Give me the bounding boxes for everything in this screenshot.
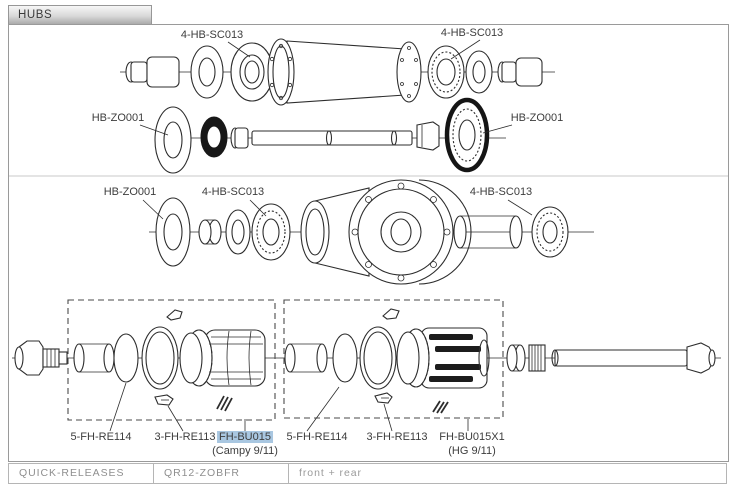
footer-part-note: front + rear — [299, 467, 362, 479]
part-sublabel-hg-freehub: (HG 9/11) — [448, 445, 496, 457]
part-label-campy-freehub-body[interactable]: FH-BU015 — [217, 431, 273, 443]
tab-hubs[interactable]: HUBS — [8, 5, 152, 24]
hubs-exploded-diagram — [9, 38, 728, 432]
front-hub-axle-row — [154, 97, 506, 174]
part-label-rear-washer: HB-ZO001 — [103, 186, 157, 198]
part-label-hg-freehub-body: FH-BU015X1 — [439, 431, 505, 443]
footer-category-quick-releases[interactable]: QUICK-RELEASES — [9, 464, 154, 483]
campy-freehub-kit — [73, 309, 266, 412]
campy-kit-outline — [67, 299, 276, 421]
part-sublabel-campy-freehub: (Campy 9/11) — [212, 445, 278, 457]
rear-hub-row — [149, 179, 594, 285]
footer-part-number: QR12-ZOBFR — [154, 464, 289, 483]
part-label-front-left-washer: HB-ZO001 — [91, 112, 145, 124]
diagram-panel — [8, 24, 729, 462]
part-label-rear-right-bearing: 4-HB-SC013 — [469, 186, 533, 198]
part-label-hg-kit-washer: 5-FH-RE114 — [286, 431, 348, 443]
skewer-end — [14, 340, 68, 376]
part-label-rear-left-bearing: 4-HB-SC013 — [201, 186, 265, 198]
leader-lines — [109, 39, 533, 432]
rear-axle-assembly — [506, 342, 716, 374]
part-label-campy-kit-pawls: 3-FH-RE113 — [154, 431, 216, 443]
part-label-hg-kit-pawls: 3-FH-RE113 — [366, 431, 428, 443]
hg-kit-outline — [283, 299, 504, 419]
freehub-row — [12, 299, 721, 421]
hg-freehub-kit — [284, 308, 490, 414]
part-label-front-right-bearing: 4-HB-SC013 — [440, 27, 504, 39]
part-label-front-right-washer: HB-ZO001 — [510, 112, 564, 124]
quick-releases-row: QUICK-RELEASES QR12-ZOBFR front + rear — [8, 463, 727, 484]
part-label-campy-kit-washer: 5-FH-RE114 — [70, 431, 132, 443]
part-label-front-left-bearing: 4-HB-SC013 — [180, 29, 244, 41]
tab-hubs-label: HUBS — [18, 9, 53, 21]
front-hub-bearing-row — [120, 38, 555, 106]
